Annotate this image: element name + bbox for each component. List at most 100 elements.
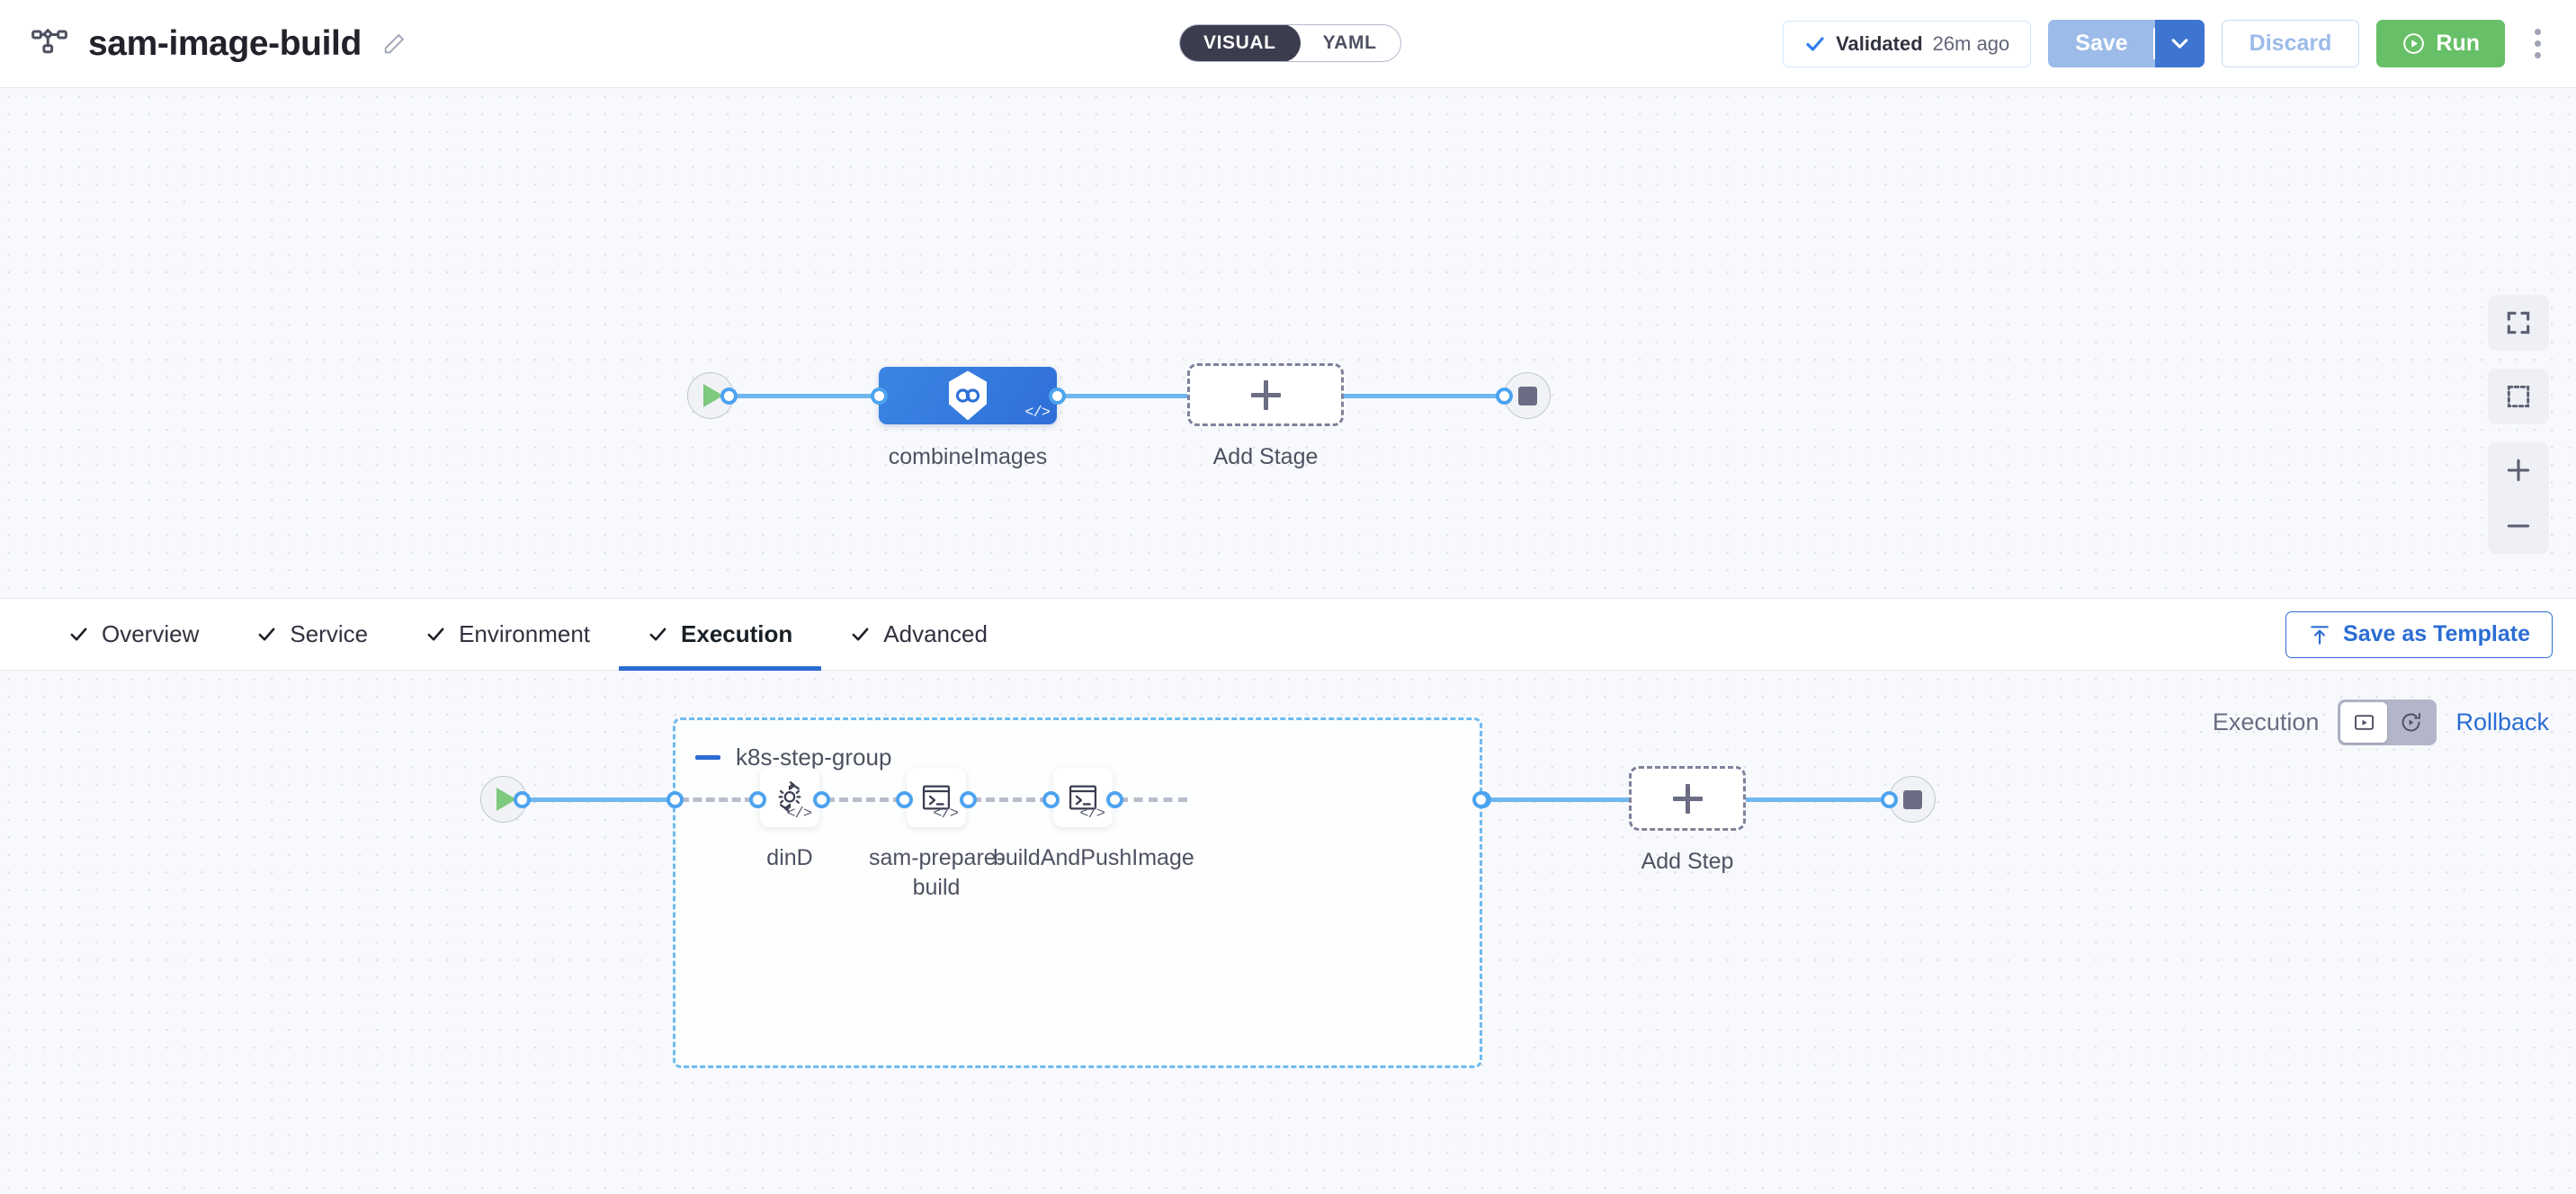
terminal-shell-icon (922, 785, 951, 810)
rollback-mode-label[interactable]: Rollback (2455, 708, 2549, 735)
add-step-button[interactable] (1629, 766, 1746, 831)
fit-to-screen-button[interactable] (2488, 295, 2549, 351)
stage-node-body[interactable]: </> (879, 367, 1057, 424)
chevron-down-icon (2171, 39, 2188, 49)
edge-addstep-to-end (1746, 797, 1894, 802)
execution-mode-button[interactable] (2340, 702, 2388, 743)
stage-code-badge: </> (1024, 405, 1051, 422)
step-group-header: k8s-step-group (695, 744, 891, 771)
build-in-port[interactable] (1042, 791, 1060, 808)
tab-label: Advanced (883, 620, 988, 647)
tab-environment[interactable]: Environment (397, 599, 619, 670)
execution-start-port[interactable] (514, 791, 531, 808)
discard-button[interactable]: Discard (2221, 20, 2360, 67)
dind-in-port[interactable] (749, 791, 766, 808)
zoom-in-button[interactable] (2488, 442, 2549, 498)
step-label-buildandpushimage: buildAndPushImage (993, 845, 1194, 870)
prepare-out-port[interactable] (960, 791, 977, 808)
edge-prepare-to-build (972, 797, 1049, 802)
pipeline-nodes-icon (31, 28, 67, 53)
stage-node-combineimages[interactable]: </> combineImages (879, 367, 1057, 469)
step-node-dind[interactable]: </> dinD (760, 768, 819, 870)
minus-icon (2507, 524, 2530, 528)
tab-label: Environment (459, 620, 591, 647)
edge-dind-to-prepare (826, 797, 902, 802)
dind-out-port[interactable] (813, 791, 830, 808)
stage-canvas[interactable]: </> combineImages Add Stage (0, 88, 2576, 599)
plus-icon (2507, 459, 2530, 482)
mode-option-visual[interactable]: VISUAL (1179, 25, 1301, 61)
run-button[interactable]: Run (2376, 20, 2505, 67)
stage-start-port[interactable] (720, 388, 738, 405)
terminal-shell-icon (1069, 785, 1097, 810)
prepare-in-port[interactable] (896, 791, 913, 808)
stage-end-port[interactable] (1496, 388, 1513, 405)
app-header: sam-image-build VISUAL YAML Validated 26… (0, 0, 2576, 88)
header-actions: Validated 26m ago Save Discard Run (1783, 0, 2553, 87)
tab-advanced[interactable]: Advanced (821, 599, 1016, 670)
step-node-body[interactable]: </> (760, 768, 819, 827)
tab-overview[interactable]: Overview (40, 599, 228, 670)
execution-canvas[interactable]: Execution Rollback (0, 671, 2576, 1194)
kebab-menu-icon[interactable] (2522, 21, 2553, 67)
plus-icon (1672, 783, 1703, 814)
step-code-badge: </> (933, 806, 959, 823)
save-dropdown-button[interactable] (2154, 20, 2205, 67)
minus-collapse-icon[interactable] (695, 755, 720, 760)
step-node-buildandpushimage[interactable]: </> buildAndPushImage (993, 768, 1194, 870)
check-icon (852, 628, 869, 641)
step-label-dind: dinD (766, 845, 813, 870)
step-node-body[interactable]: </> (1053, 768, 1113, 827)
step-node-body[interactable]: </> (907, 768, 966, 827)
zoom-out-button[interactable] (2488, 498, 2549, 554)
save-button[interactable]: Save (2048, 20, 2156, 67)
add-step-node[interactable]: Add Step (1629, 766, 1746, 874)
save-button-group[interactable]: Save (2048, 20, 2205, 67)
edge-start-to-group (527, 797, 675, 802)
step-code-badge: </> (1079, 806, 1105, 823)
validated-label: Validated (1836, 31, 1923, 55)
stage-label-combineimages: combineImages (888, 444, 1048, 469)
stage-in-port[interactable] (871, 388, 888, 405)
check-icon (649, 628, 666, 641)
header-left-group: sam-image-build (0, 24, 407, 64)
save-as-template-label: Save as Template (2343, 621, 2530, 646)
tab-service[interactable]: Service (228, 599, 397, 670)
group-exit-port[interactable] (1472, 791, 1489, 808)
check-icon (258, 628, 275, 641)
add-step-label: Add Step (1641, 849, 1734, 874)
group-entry-port[interactable] (666, 791, 684, 808)
edge-build-to-group-exit (1119, 797, 1187, 802)
stage-end-node[interactable] (1504, 372, 1551, 419)
template-upload-icon (2311, 625, 2329, 645)
selection-marquee-button[interactable] (2488, 369, 2549, 424)
page-title: sam-image-build (88, 23, 362, 63)
stop-square-icon (1504, 372, 1551, 419)
check-icon (70, 628, 87, 641)
pencil-edit-icon[interactable] (381, 31, 407, 57)
edge-start-to-stage (734, 394, 878, 398)
execution-end-port[interactable] (1881, 791, 1898, 808)
stage-out-port[interactable] (1049, 388, 1066, 405)
validated-timestamp: 26m ago (1932, 31, 2010, 55)
dashed-square-icon (2507, 385, 2530, 408)
zoom-stack (2488, 442, 2549, 554)
execution-start-node[interactable] (480, 776, 527, 823)
step-label-sam-prepare-build: sam-prepare-build (868, 845, 1005, 900)
execution-mode-label[interactable]: Execution (2212, 708, 2320, 735)
add-stage-node[interactable]: Add Stage (1187, 363, 1344, 469)
add-stage-button[interactable] (1187, 363, 1344, 426)
rollback-mode-button[interactable] (2387, 702, 2434, 743)
visual-yaml-toggle[interactable]: VISUAL YAML (1179, 24, 1401, 62)
build-out-port[interactable] (1106, 791, 1123, 808)
step-group-title: k8s-step-group (736, 744, 892, 771)
mode-segmented-control[interactable] (2338, 699, 2437, 745)
fullscreen-icon (2507, 311, 2530, 334)
tab-execution[interactable]: Execution (619, 599, 822, 671)
mode-option-yaml[interactable]: YAML (1322, 32, 1377, 53)
save-as-template-button[interactable]: Save as Template (2285, 610, 2553, 658)
step-node-sam-prepare-build[interactable]: </> sam-prepare-build (869, 768, 1004, 900)
execution-rollback-switch: Execution Rollback (2213, 699, 2549, 745)
edge-add-to-end (1344, 394, 1504, 398)
start-play-icon (480, 776, 527, 823)
